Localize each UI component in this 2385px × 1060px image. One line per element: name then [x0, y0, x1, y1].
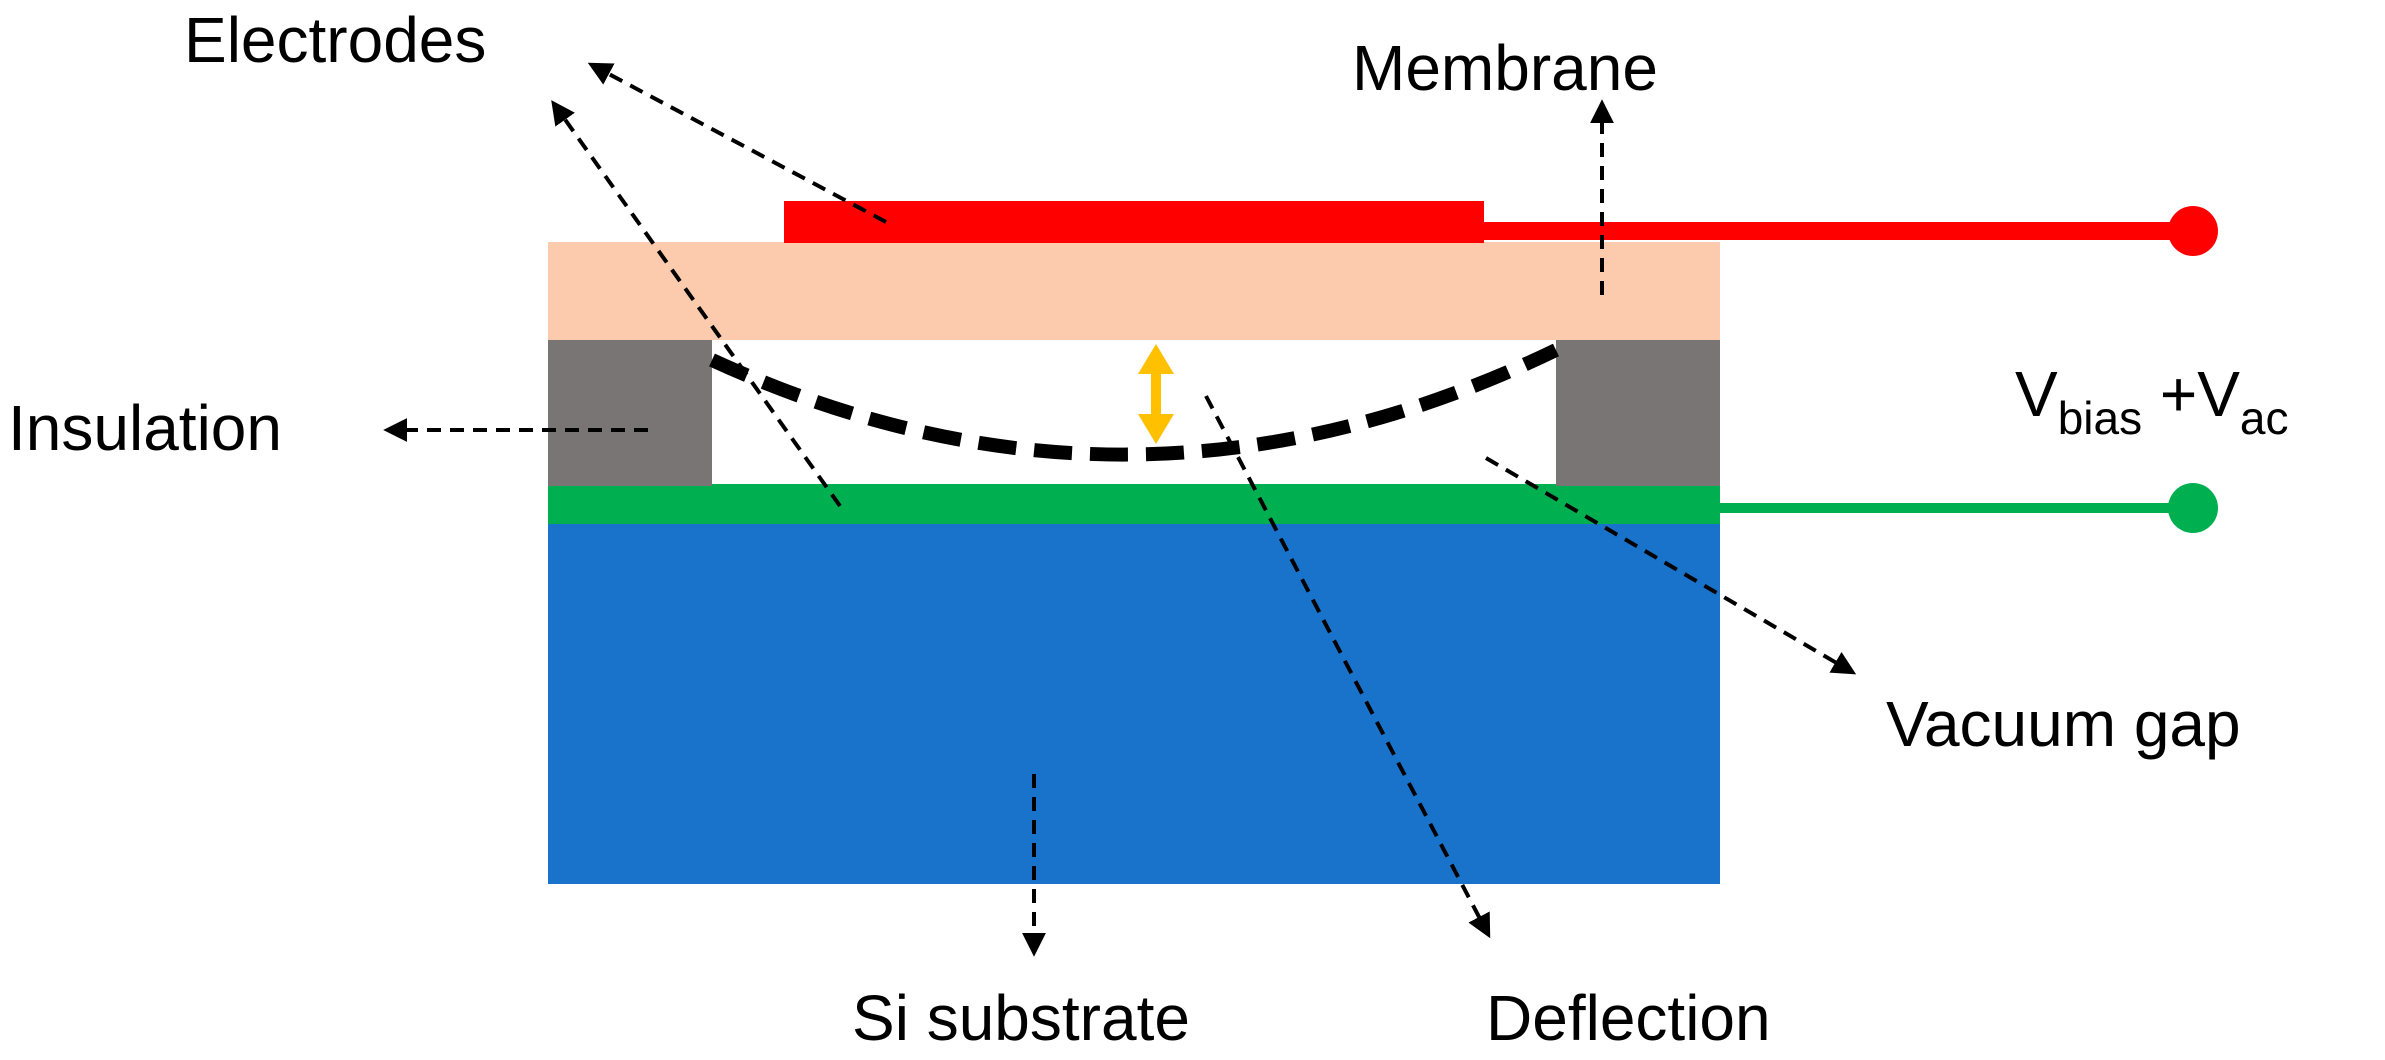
bottom-electrode	[548, 484, 1720, 524]
bottom-terminal	[2168, 483, 2218, 533]
voltage-label: Vbias +Vac	[2015, 358, 2289, 444]
insulation-post-right	[1556, 340, 1720, 486]
deflection-amplitude-arrow	[1138, 344, 1174, 444]
deflection-label: Deflection	[1486, 982, 1771, 1054]
voltage-bias-subscript: bias	[2058, 392, 2142, 444]
si-substrate-layer	[548, 522, 1720, 884]
vacuum-gap-leader	[1484, 456, 1857, 675]
voltage-v1: V	[2015, 358, 2058, 430]
voltage-ac-subscript: ac	[2240, 392, 2289, 444]
membrane-label: Membrane	[1352, 32, 1658, 104]
membrane-layer	[548, 242, 1720, 340]
electrodes-leader-bottom	[551, 100, 842, 508]
top-terminal	[2168, 206, 2218, 256]
membrane-deflection-curve	[709, 343, 1560, 462]
vacuum-gap-label: Vacuum gap	[1886, 688, 2241, 760]
voltage-plus-v: +V	[2142, 358, 2240, 430]
electrodes-label: Electrodes	[184, 4, 486, 76]
insulation-label: Insulation	[8, 392, 282, 464]
top-electrode	[784, 201, 1484, 243]
insulation-post-left	[548, 340, 712, 486]
electrodes-leader-top	[587, 62, 887, 224]
deflection-leader	[1204, 395, 1491, 939]
si-substrate-label: Si substrate	[852, 982, 1190, 1054]
